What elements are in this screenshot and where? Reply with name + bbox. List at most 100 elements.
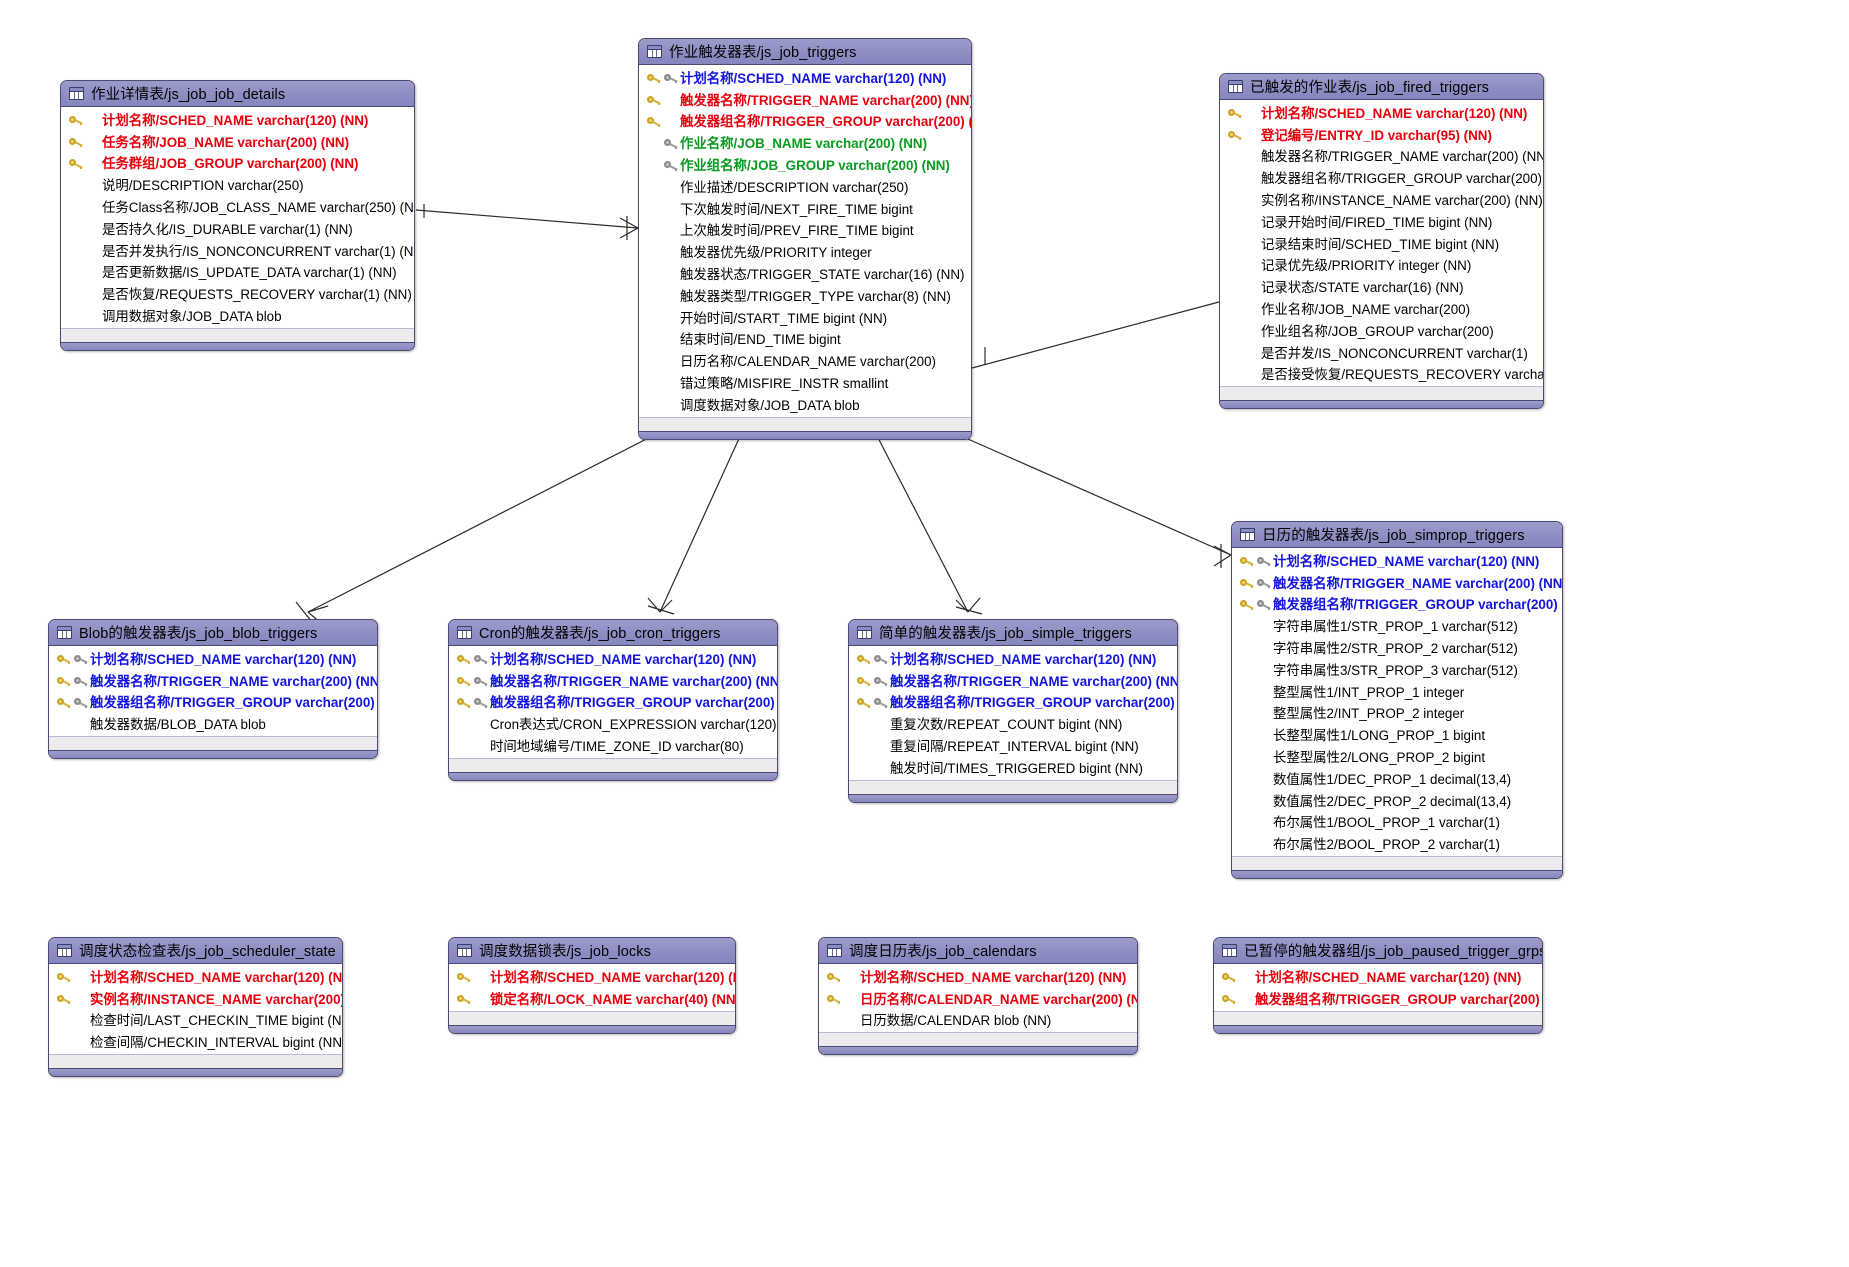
entity-calendars[interactable]: 调度日历表/js_job_calendars 计划名称/SCHED_NAME va… [818, 937, 1138, 1056]
column-row[interactable]: 字符串属性2/STR_PROP_2 varchar(512) [1232, 638, 1562, 660]
column-row[interactable]: 实例名称/INSTANCE_NAME varchar(200) (NN) [49, 989, 342, 1011]
column-row[interactable]: 日历名称/CALENDAR_NAME varchar(200) [639, 351, 971, 373]
column-row[interactable]: 作业名称/JOB_NAME varchar(200) [1220, 299, 1543, 321]
column-row[interactable]: 任务名称/JOB_NAME varchar(200) (NN) [61, 132, 414, 154]
column-row[interactable]: 数值属性2/DEC_PROP_2 decimal(13,4) [1232, 791, 1562, 813]
column-row[interactable]: 调用数据对象/JOB_DATA blob [61, 306, 414, 328]
column-row[interactable]: 计划名称/SCHED_NAME varchar(120) (NN) [449, 649, 777, 671]
column-row[interactable]: 是否并发执行/IS_NONCONCURRENT varchar(1) (NN) [61, 241, 414, 263]
column-row[interactable]: 任务Class名称/JOB_CLASS_NAME varchar(250) (N… [61, 197, 414, 219]
entity-cron_triggers[interactable]: Cron的触发器表/js_job_cron_triggers 计划名称/SCHED… [448, 619, 778, 781]
column-row[interactable]: 是否接受恢复/REQUESTS_RECOVERY varchar(1) [1220, 365, 1543, 387]
column-row[interactable]: 计划名称/SCHED_NAME varchar(120) (NN) [849, 649, 1177, 671]
entity-header-paused_trigger_grps[interactable]: 已暂停的触发器组/js_job_paused_trigger_grps [1214, 938, 1542, 964]
column-row[interactable]: 错过策略/MISFIRE_INSTR smallint [639, 373, 971, 395]
column-row[interactable]: 计划名称/SCHED_NAME varchar(120) (NN) [819, 967, 1137, 989]
column-row[interactable]: 下次触发时间/NEXT_FIRE_TIME bigint [639, 199, 971, 221]
column-row[interactable]: 计划名称/SCHED_NAME varchar(120) (NN) [1232, 551, 1562, 573]
column-row[interactable]: 布尔属性1/BOOL_PROP_1 varchar(1) [1232, 813, 1562, 835]
column-row[interactable]: 是否持久化/IS_DURABLE varchar(1) (NN) [61, 219, 414, 241]
column-row[interactable]: 触发器名称/TRIGGER_NAME varchar(200) (NN) [1220, 147, 1543, 169]
entity-header-scheduler_state[interactable]: 调度状态检查表/js_job_scheduler_state [49, 938, 342, 964]
column-row[interactable]: 上次触发时间/PREV_FIRE_TIME bigint [639, 221, 971, 243]
column-row[interactable]: 触发器状态/TRIGGER_STATE varchar(16) (NN) [639, 264, 971, 286]
entity-header-job_triggers[interactable]: 作业触发器表/js_job_triggers [639, 39, 971, 65]
entity-paused_trigger_grps[interactable]: 已暂停的触发器组/js_job_paused_trigger_grps 计划名称/… [1213, 937, 1543, 1034]
column-row[interactable]: 触发器组名称/TRIGGER_GROUP varchar(200) (NN) [1214, 989, 1542, 1011]
entity-header-locks[interactable]: 调度数据锁表/js_job_locks [449, 938, 735, 964]
column-row[interactable]: 锁定名称/LOCK_NAME varchar(40) (NN) [449, 989, 735, 1011]
column-row[interactable]: 重复间隔/REPEAT_INTERVAL bigint (NN) [849, 736, 1177, 758]
column-row[interactable]: 触发器组名称/TRIGGER_GROUP varchar(200) (NN) [1232, 595, 1562, 617]
entity-header-job_details[interactable]: 作业详情表/js_job_job_details [61, 81, 414, 107]
column-row[interactable]: 触发器类型/TRIGGER_TYPE varchar(8) (NN) [639, 286, 971, 308]
entity-locks[interactable]: 调度数据锁表/js_job_locks 计划名称/SCHED_NAME varch… [448, 937, 736, 1034]
column-row[interactable]: 结束时间/END_TIME bigint [639, 330, 971, 352]
entity-job_triggers[interactable]: 作业触发器表/js_job_triggers 计划名称/SCHED_NAME va… [638, 38, 972, 440]
column-row[interactable]: 作业名称/JOB_NAME varchar(200) (NN) [639, 133, 971, 155]
column-row[interactable]: 计划名称/SCHED_NAME varchar(120) (NN) [49, 967, 342, 989]
column-row[interactable]: 重复次数/REPEAT_COUNT bigint (NN) [849, 714, 1177, 736]
column-row[interactable]: 调度数据对象/JOB_DATA blob [639, 395, 971, 417]
column-row[interactable]: 触发器数据/BLOB_DATA blob [49, 714, 377, 736]
column-row[interactable]: 计划名称/SCHED_NAME varchar(120) (NN) [1214, 967, 1542, 989]
entity-fired_triggers[interactable]: 已触发的作业表/js_job_fired_triggers 计划名称/SCHED_… [1219, 73, 1544, 410]
column-row[interactable]: 触发器组名称/TRIGGER_GROUP varchar(200) (NN) [849, 693, 1177, 715]
column-row[interactable]: 开始时间/START_TIME bigint (NN) [639, 308, 971, 330]
column-row[interactable]: 触发器名称/TRIGGER_NAME varchar(200) (NN) [639, 90, 971, 112]
column-row[interactable]: 触发器名称/TRIGGER_NAME varchar(200) (NN) [1232, 573, 1562, 595]
column-row[interactable]: 记录开始时间/FIRED_TIME bigint (NN) [1220, 212, 1543, 234]
column-row[interactable]: 检查时间/LAST_CHECKIN_TIME bigint (NN) [49, 1011, 342, 1033]
entity-simple_triggers[interactable]: 简单的触发器表/js_job_simple_triggers 计划名称/SCHED… [848, 619, 1178, 803]
entity-job_details[interactable]: 作业详情表/js_job_job_details 计划名称/SCHED_NAME … [60, 80, 415, 351]
column-row[interactable]: 计划名称/SCHED_NAME varchar(120) (NN) [639, 68, 971, 90]
entity-header-blob_triggers[interactable]: Blob的触发器表/js_job_blob_triggers [49, 620, 377, 646]
column-row[interactable]: 数值属性1/DEC_PROP_1 decimal(13,4) [1232, 769, 1562, 791]
column-row[interactable]: 触发器名称/TRIGGER_NAME varchar(200) (NN) [49, 671, 377, 693]
entity-header-calendars[interactable]: 调度日历表/js_job_calendars [819, 938, 1137, 964]
entity-simprop_triggers[interactable]: 日历的触发器表/js_job_simprop_triggers 计划名称/SCHE… [1231, 521, 1563, 880]
entity-header-simple_triggers[interactable]: 简单的触发器表/js_job_simple_triggers [849, 620, 1177, 646]
column-row[interactable]: 说明/DESCRIPTION varchar(250) [61, 175, 414, 197]
column-row[interactable]: 是否恢复/REQUESTS_RECOVERY varchar(1) (NN) [61, 284, 414, 306]
column-row[interactable]: 计划名称/SCHED_NAME varchar(120) (NN) [49, 649, 377, 671]
column-row[interactable]: 计划名称/SCHED_NAME varchar(120) (NN) [449, 967, 735, 989]
column-row[interactable]: 字符串属性3/STR_PROP_3 varchar(512) [1232, 660, 1562, 682]
column-row[interactable]: 记录优先级/PRIORITY integer (NN) [1220, 256, 1543, 278]
column-row[interactable]: 作业组名称/JOB_GROUP varchar(200) [1220, 321, 1543, 343]
column-row[interactable]: 日历数据/CALENDAR blob (NN) [819, 1011, 1137, 1033]
column-row[interactable]: 作业描述/DESCRIPTION varchar(250) [639, 177, 971, 199]
column-row[interactable]: 记录状态/STATE varchar(16) (NN) [1220, 277, 1543, 299]
column-row[interactable]: 是否更新数据/IS_UPDATE_DATA varchar(1) (NN) [61, 263, 414, 285]
column-row[interactable]: 任务群组/JOB_GROUP varchar(200) (NN) [61, 154, 414, 176]
column-row[interactable]: 整型属性2/INT_PROP_2 integer [1232, 704, 1562, 726]
column-row[interactable]: 是否并发/IS_NONCONCURRENT varchar(1) [1220, 343, 1543, 365]
column-row[interactable]: 记录结束时间/SCHED_TIME bigint (NN) [1220, 234, 1543, 256]
column-row[interactable]: 布尔属性2/BOOL_PROP_2 varchar(1) [1232, 834, 1562, 856]
column-row[interactable]: 长整型属性1/LONG_PROP_1 bigint [1232, 725, 1562, 747]
column-row[interactable]: 触发器组名称/TRIGGER_GROUP varchar(200) (NN) [639, 112, 971, 134]
column-row[interactable]: 作业组名称/JOB_GROUP varchar(200) (NN) [639, 155, 971, 177]
column-row[interactable]: 字符串属性1/STR_PROP_1 varchar(512) [1232, 616, 1562, 638]
entity-blob_triggers[interactable]: Blob的触发器表/js_job_blob_triggers 计划名称/SCHED… [48, 619, 378, 760]
column-row[interactable]: 整型属性1/INT_PROP_1 integer [1232, 682, 1562, 704]
column-row[interactable]: 触发器名称/TRIGGER_NAME varchar(200) (NN) [449, 671, 777, 693]
column-row[interactable]: 触发器名称/TRIGGER_NAME varchar(200) (NN) [849, 671, 1177, 693]
column-row[interactable]: 触发器组名称/TRIGGER_GROUP varchar(200) (NN) [449, 693, 777, 715]
column-row[interactable]: 触发器优先级/PRIORITY integer [639, 242, 971, 264]
entity-header-simprop_triggers[interactable]: 日历的触发器表/js_job_simprop_triggers [1232, 522, 1562, 548]
column-row[interactable]: 检查间隔/CHECKIN_INTERVAL bigint (NN) [49, 1032, 342, 1054]
column-row[interactable]: 登记编号/ENTRY_ID varchar(95) (NN) [1220, 125, 1543, 147]
column-row[interactable]: 日历名称/CALENDAR_NAME varchar(200) (NN) [819, 989, 1137, 1011]
column-row[interactable]: 计划名称/SCHED_NAME varchar(120) (NN) [61, 110, 414, 132]
column-row[interactable]: 计划名称/SCHED_NAME varchar(120) (NN) [1220, 103, 1543, 125]
column-row[interactable]: 触发器组名称/TRIGGER_GROUP varchar(200) (NN) [49, 693, 377, 715]
column-row[interactable]: 触发器组名称/TRIGGER_GROUP varchar(200) (NN) [1220, 168, 1543, 190]
column-row[interactable]: 触发时间/TIMES_TRIGGERED bigint (NN) [849, 758, 1177, 780]
entity-scheduler_state[interactable]: 调度状态检查表/js_job_scheduler_state 计划名称/SCHED… [48, 937, 343, 1078]
column-row[interactable]: Cron表达式/CRON_EXPRESSION varchar(120) (NN… [449, 714, 777, 736]
column-row[interactable]: 实例名称/INSTANCE_NAME varchar(200) (NN) [1220, 190, 1543, 212]
column-row[interactable]: 长整型属性2/LONG_PROP_2 bigint [1232, 747, 1562, 769]
entity-header-cron_triggers[interactable]: Cron的触发器表/js_job_cron_triggers [449, 620, 777, 646]
entity-header-fired_triggers[interactable]: 已触发的作业表/js_job_fired_triggers [1220, 74, 1543, 100]
